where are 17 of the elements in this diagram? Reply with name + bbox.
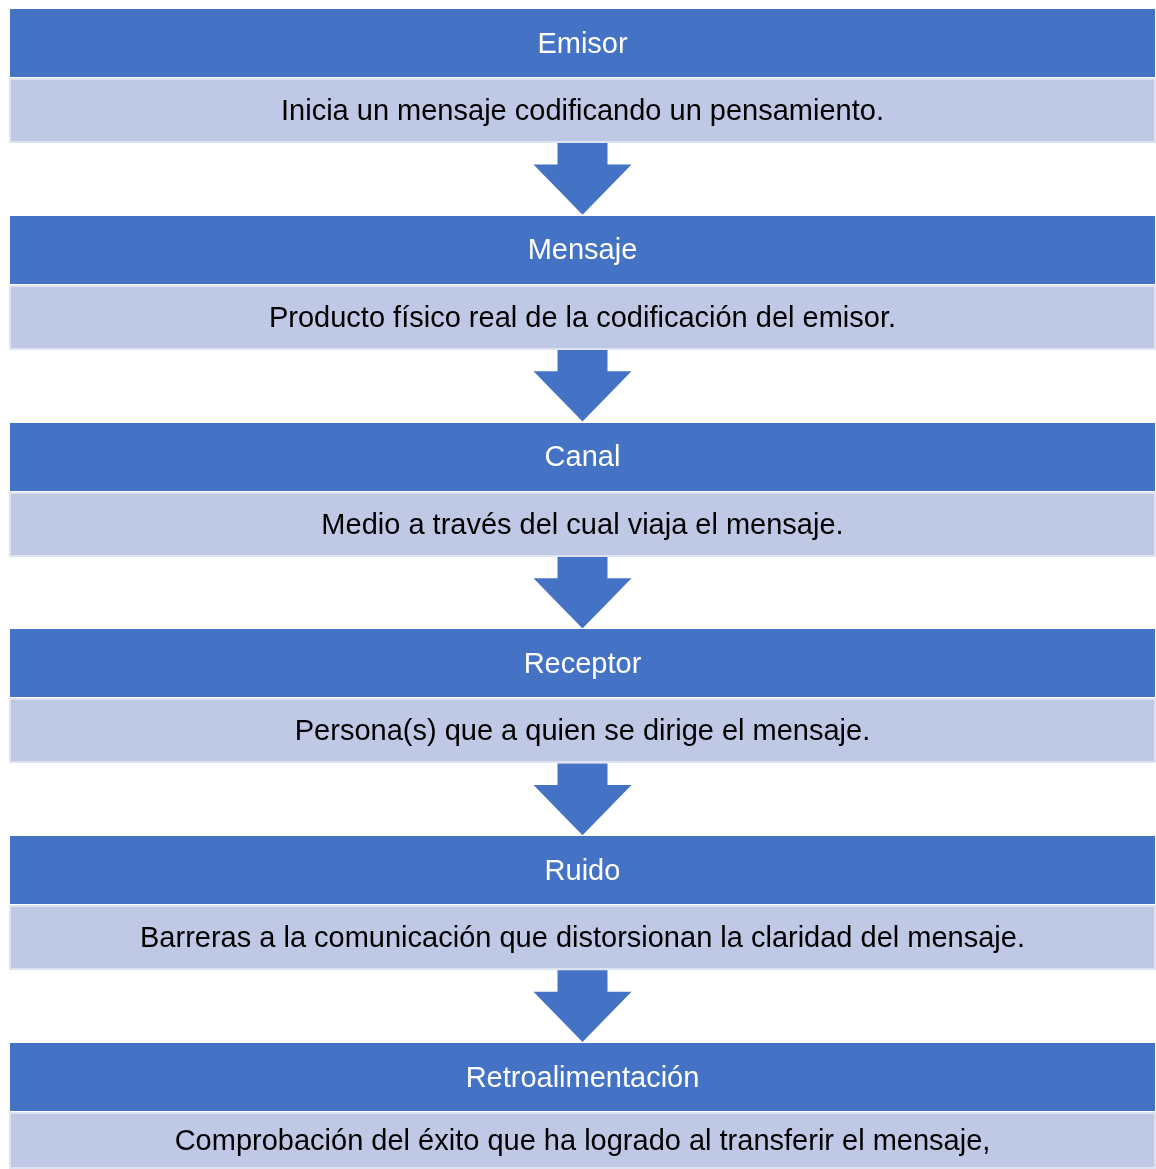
stage-header: Mensaje <box>9 214 1156 285</box>
stage-header: Canal <box>9 421 1156 492</box>
stage-description: Persona(s) que a quien se dirige el mensaje. <box>9 698 1156 764</box>
block-arrow <box>533 349 632 422</box>
stage-header: Retroalimentación <box>9 1042 1156 1112</box>
block-arrow <box>533 970 632 1042</box>
stage-header: Emisor <box>9 8 1156 78</box>
stage-header: Ruido <box>9 835 1156 906</box>
stage-description: Comprobación del éxito que ha logrado al transferir el mensaje, <box>9 1112 1156 1169</box>
stage-header: Receptor <box>9 628 1156 699</box>
block-arrow <box>533 556 632 629</box>
stage-description: Medio a través del cual viaja el mensaje. <box>9 491 1156 557</box>
stage-description: Inicia un mensaje codificando un pensamiento. <box>9 78 1156 143</box>
block-arrow <box>533 143 632 215</box>
block-arrow <box>533 763 632 836</box>
stage-description: Producto físico real de la codificación del emisor. <box>9 284 1156 350</box>
stage-description: Barreras a la comunicación que distorsionan la claridad del mensaje. <box>9 905 1156 971</box>
